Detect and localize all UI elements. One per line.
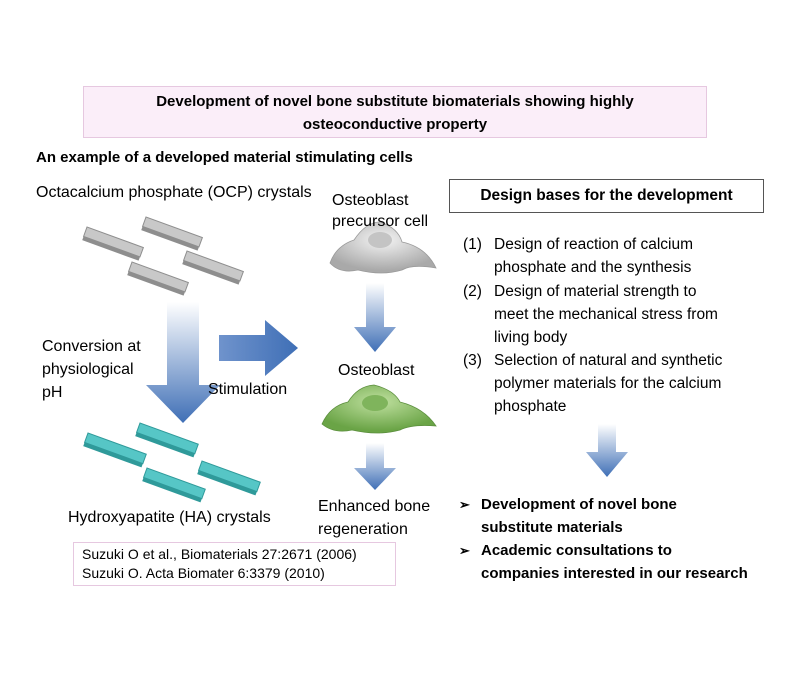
precursor-cell-label: Osteoblast precursor cell bbox=[332, 190, 428, 232]
osteoblast-cell-icon bbox=[321, 384, 437, 434]
design-line: Selection of natural and synthetic bbox=[494, 352, 723, 369]
design-line: phosphate bbox=[494, 398, 567, 415]
design-item-number: (1) bbox=[463, 236, 482, 253]
design-line: phosphate and the synthesis bbox=[494, 259, 692, 276]
design-item-text: Design of material strength to meet the … bbox=[494, 280, 774, 349]
ocp-crystals bbox=[82, 216, 245, 296]
design-item: (3) Selection of natural and synthetic p… bbox=[463, 349, 774, 418]
arrow-bullet-icon: ➢ bbox=[459, 497, 470, 512]
title-line: Development of novel bone substitute bio… bbox=[156, 93, 634, 110]
outcome-text: Development of novel bone substitute mat… bbox=[481, 493, 677, 539]
ocp-crystal bbox=[182, 250, 245, 285]
down-arrow-icon bbox=[354, 283, 396, 352]
down-arrow-icon bbox=[354, 443, 396, 490]
label-line: Enhanced bone bbox=[318, 498, 431, 515]
enhanced-regeneration-label: Enhanced bone regeneration bbox=[318, 495, 430, 541]
ocp-crystals-label: Octacalcium phosphate (OCP) crystals bbox=[36, 184, 312, 201]
design-item-number: (3) bbox=[463, 352, 482, 369]
arrow-bullet-icon: ➢ bbox=[459, 543, 470, 558]
ha-crystals bbox=[83, 422, 261, 503]
references-box: Suzuki O et al., Biomaterials 27:2671 (2… bbox=[73, 542, 396, 586]
design-item: (1) Design of reaction of calcium phosph… bbox=[463, 233, 774, 279]
outcome-text: Academic consultations to companies inte… bbox=[481, 539, 748, 585]
outcome-line: Development of novel bone bbox=[481, 496, 677, 513]
design-line: polymer materials for the calcium bbox=[494, 375, 722, 392]
subtitle: An example of a developed material stimu… bbox=[36, 149, 413, 166]
ocp-crystal bbox=[127, 261, 190, 296]
outcome-item: ➢ Academic consultations to companies in… bbox=[459, 539, 748, 585]
design-line: Design of reaction of calcium bbox=[494, 236, 694, 253]
label-line: Osteoblast bbox=[332, 192, 409, 209]
outcome-line: substitute materials bbox=[481, 519, 623, 536]
ha-crystal bbox=[142, 467, 206, 503]
design-item-text: Design of reaction of calcium phosphate … bbox=[494, 233, 774, 279]
ha-crystal bbox=[83, 432, 147, 468]
osteoblast-label: Osteoblast bbox=[338, 362, 415, 379]
label-line: precursor cell bbox=[332, 213, 429, 230]
label-line: regeneration bbox=[318, 521, 408, 538]
down-arrow-icon bbox=[586, 424, 628, 477]
ha-crystal bbox=[135, 422, 199, 458]
stimulation-arrow-icon bbox=[219, 320, 298, 376]
ha-crystal bbox=[197, 460, 261, 496]
outcome-line: Academic consultations to bbox=[481, 542, 672, 559]
ha-crystals-label: Hydroxyapatite (HA) crystals bbox=[68, 509, 271, 526]
design-line: living body bbox=[494, 329, 568, 346]
label-line: physiological bbox=[42, 361, 134, 378]
design-item-text: Selection of natural and synthetic polym… bbox=[494, 349, 774, 418]
ocp-crystal bbox=[82, 226, 145, 261]
title-box: Development of novel bone substitute bio… bbox=[83, 86, 707, 138]
stimulation-label: Stimulation bbox=[208, 381, 288, 398]
label-line: pH bbox=[42, 384, 63, 401]
conversion-label: Conversion at physiological pH bbox=[42, 335, 141, 404]
design-line: Design of material strength to bbox=[494, 283, 697, 300]
outcome-line: companies interested in our research bbox=[481, 565, 748, 582]
reference: Suzuki O et al., Biomaterials 27:2671 (2… bbox=[82, 546, 357, 562]
conversion-arrow-icon bbox=[146, 302, 220, 423]
outcome-item: ➢ Development of novel bone substitute m… bbox=[459, 493, 677, 539]
reference: Suzuki O. Acta Biomater 6:3379 (2010) bbox=[82, 565, 325, 581]
design-item: (2) Design of material strength to meet … bbox=[463, 280, 774, 349]
design-line: meet the mechanical stress from bbox=[494, 306, 718, 323]
design-bases-header: Design bases for the development bbox=[449, 179, 764, 213]
title-line: osteoconductive property bbox=[302, 116, 488, 133]
ocp-crystal bbox=[141, 216, 204, 251]
precursor-cell-icon bbox=[329, 221, 437, 274]
label-line: Conversion at bbox=[42, 338, 141, 355]
design-item-number: (2) bbox=[463, 283, 482, 300]
